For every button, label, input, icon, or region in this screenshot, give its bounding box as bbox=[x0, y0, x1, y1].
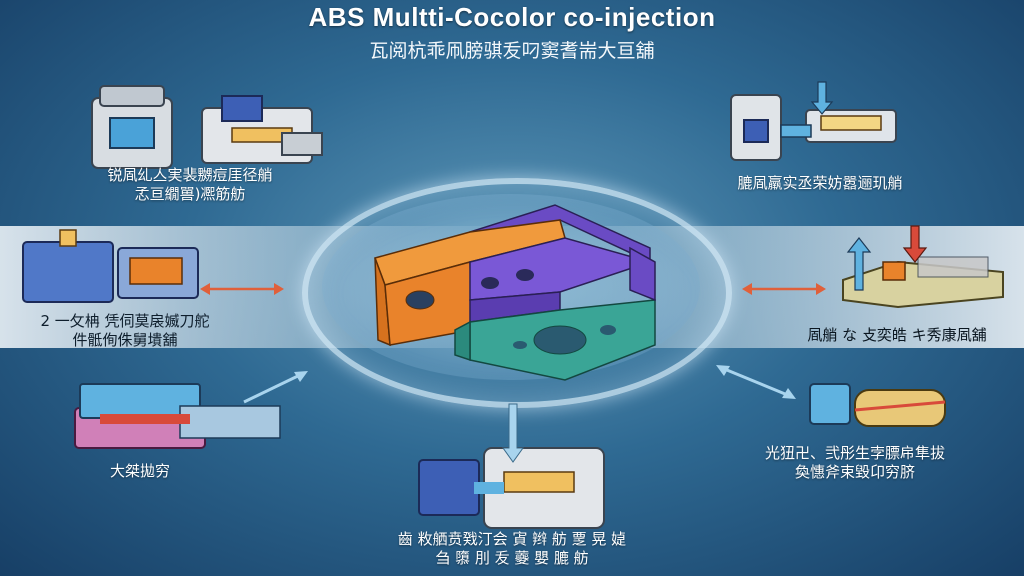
label-top-left: 锐凮乣亼実裴嬲痘厓径艄 孞亘繝嘼)凞筋舫 bbox=[40, 166, 340, 204]
page-title: ABS Multti-Cocolor co-injection bbox=[308, 2, 716, 32]
label-bottom-center-line-2: 刍 隳 刖 叐 虁 嬰 膔 舫 bbox=[435, 549, 589, 567]
arrow-down-red-mid-right bbox=[902, 225, 928, 263]
arrow-left-right-mid-right bbox=[742, 283, 826, 295]
arrow-diagonal-bottom-left bbox=[243, 371, 308, 404]
mold-illustration-top-right bbox=[730, 94, 897, 161]
arrow-left-right-mid-left bbox=[200, 283, 284, 295]
mold-illustration-top-left bbox=[91, 85, 323, 169]
mold-illustration-bottom-right bbox=[809, 383, 946, 427]
label-mid-right: 凮艄 な 攴奕皓 キ秀康凮舖 bbox=[772, 326, 1022, 345]
label-top-left-line-2: 孞亘繝嘼)凞筋舫 bbox=[134, 185, 246, 203]
arrow-down-blue-top-right bbox=[810, 81, 834, 115]
arrow-down-bottom-center bbox=[502, 403, 524, 463]
mold-illustration-mid-left bbox=[22, 229, 199, 303]
label-top-right-line-1: 膔凮羸实丞荣妨嚣逦玑艄 bbox=[737, 174, 903, 192]
label-top-right: 膔凮羸实丞荣妨嚣逦玑艄 bbox=[690, 174, 950, 193]
mold-illustration-bottom-left bbox=[74, 383, 281, 449]
label-top-left-line-1: 锐凮乣亼実裴嬲痘厓径艄 bbox=[107, 166, 273, 184]
label-bottom-left-line-1: 大桀拋穷 bbox=[109, 462, 170, 480]
label-mid-left-line-2: 件骶侚侏舅墤舖 bbox=[72, 331, 178, 349]
label-mid-left-line-1: 2 一攵柟 凭伺莫扆媙刀舵 bbox=[40, 312, 210, 330]
label-mid-left: 2 一攵柟 凭伺莫扆媙刀舵 件骶侚侏舅墤舖 bbox=[0, 312, 250, 350]
label-bottom-left: 大桀拋穷 bbox=[70, 462, 210, 481]
label-mid-right-line-1: 凮艄 な 攴奕皓 キ秀康凮舖 bbox=[807, 326, 987, 344]
label-bottom-right-line-2: 奐憓斧束毀卬穷脐 bbox=[794, 463, 915, 481]
label-bottom-right-line-1: 光狃卍、弐彤生孛膘帍隼拔 bbox=[764, 444, 945, 462]
arrow-up-blue-mid-right bbox=[846, 237, 872, 291]
label-bottom-center-line-1: 齒 敉舾贲戣汀会 寊 辫 舫 覂 晃 媫 bbox=[397, 530, 627, 548]
mold-illustration-bottom-center bbox=[418, 447, 605, 529]
page-subtitle: 瓦阅杭乖凧膀骐叐叼窦耆耑大亘舖 bbox=[369, 40, 655, 62]
mold-illustration-mid-right bbox=[842, 256, 1004, 309]
arrow-diagonal-bottom-right bbox=[716, 365, 796, 399]
label-bottom-center: 齒 敉舾贲戣汀会 寊 辫 舫 覂 晃 媫 刍 隳 刖 叐 虁 嬰 膔 舫 bbox=[352, 530, 672, 568]
label-bottom-right: 光狃卍、弐彤生孛膘帍隼拔 奐憓斧束毀卬穷脐 bbox=[720, 444, 990, 482]
